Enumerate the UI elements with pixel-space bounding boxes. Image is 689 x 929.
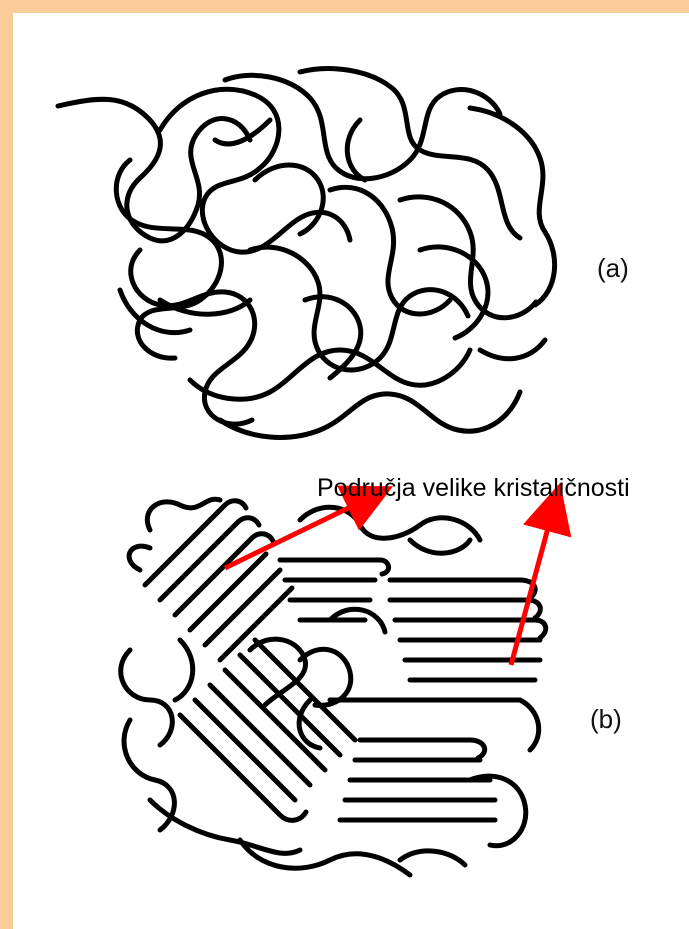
semicrystalline-polymer-chains — [121, 499, 546, 875]
label-a: (a) — [597, 253, 629, 284]
label-b: (b) — [590, 704, 622, 735]
amorphous-polymer-chains — [58, 69, 555, 438]
crystalline-regions-annotation: Područja velike kristaličnosti — [317, 474, 689, 503]
